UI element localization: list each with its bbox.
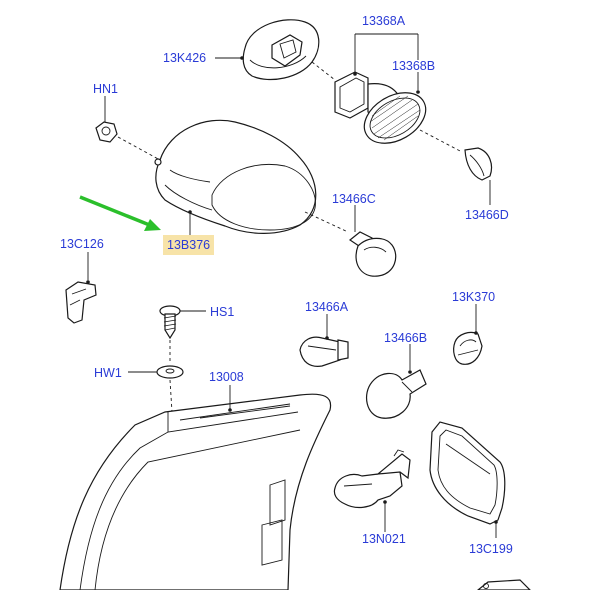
callout-13466b: 13466B: [384, 331, 428, 345]
clip-13c126-part: [65, 281, 97, 324]
callout-13n021: 13N021: [362, 532, 406, 546]
bulb-13466b-part: [365, 369, 427, 419]
headlamp-assembly-part: [59, 393, 332, 590]
partial-part-icon: [477, 579, 531, 590]
screw-hs1-part: [159, 305, 181, 340]
callout-hs1: HS1: [210, 305, 235, 319]
callout-13368b: 13368B: [392, 59, 436, 73]
washer-hw1-part: [156, 365, 184, 379]
callout-13c199: 13C199: [469, 542, 513, 556]
callout-13008: 13008: [209, 370, 244, 384]
callout-13c126: 13C126: [60, 237, 104, 251]
callout-hn1: HN1: [93, 82, 119, 96]
callout-13466c: 13466C: [332, 192, 376, 206]
callout-13466a: 13466A: [305, 300, 349, 314]
nut-hn1-part: [95, 121, 118, 143]
seal-cover-13c199-part: [429, 421, 506, 525]
callout-13k370: 13K370: [452, 290, 496, 304]
callout-hw1: HW1: [94, 366, 122, 380]
callout-13466d: 13466D: [465, 208, 509, 222]
indicator-housing-part: [154, 119, 317, 234]
bulb-13466c-part: [348, 231, 397, 277]
side-indicator-part: [334, 71, 427, 144]
bulb-socket-13k370-part: [453, 331, 483, 365]
headlamp-bulb-13n021-part: [333, 449, 411, 509]
callout-13k426: 13K426: [163, 51, 207, 65]
callout-13b376-highlighted: 13B376: [163, 235, 215, 255]
pointer-arrow-icon: [79, 195, 161, 231]
bulb-13466a-part: [299, 336, 349, 367]
side-lamp-cover-part: [242, 19, 320, 81]
callout-13368a: 13368A: [362, 14, 406, 28]
wedge-bulb-13466d-part: [464, 147, 493, 181]
